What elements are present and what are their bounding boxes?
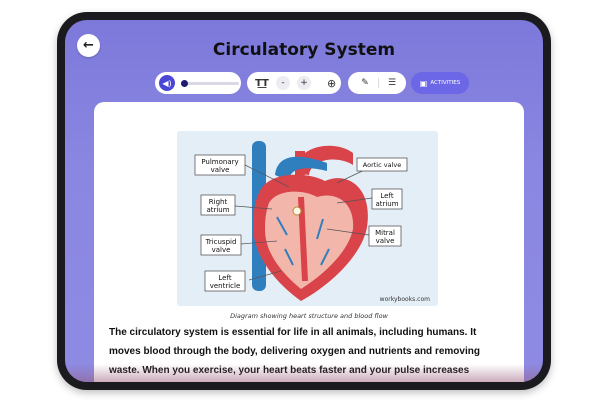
arrow-left-icon: ← [83, 38, 94, 53]
volume-icon[interactable]: ◀) [159, 75, 175, 91]
flow-arrow-3 [316, 218, 324, 240]
monitor-icon: ▣ [419, 78, 428, 88]
label-aortic-valve: Aortic valve [356, 157, 408, 172]
decrease-text-button[interactable]: - [276, 76, 290, 90]
flow-arrow-4 [320, 248, 330, 266]
label-tricuspid-line1: Tricuspid [205, 238, 237, 246]
label-tricuspid-line2: valve [212, 246, 231, 254]
leader-left-ventricle [248, 270, 282, 281]
label-right-atrium: Right atrium [200, 194, 236, 216]
activities-button[interactable]: ▣ ACTIVITIES [411, 72, 469, 94]
audio-progress-knob[interactable] [180, 79, 188, 87]
back-button[interactable]: ← [77, 34, 100, 57]
label-left-atrium-line2: atrium [375, 200, 398, 208]
increase-text-button[interactable]: + [297, 76, 311, 90]
flow-arrow-2 [284, 248, 294, 266]
diagram-credit: workybooks.com [380, 296, 430, 303]
label-right-atrium-line1: Right [209, 198, 228, 206]
tablet-frame: ← Circulatory System ◀) T͟T - + ⊕ ✎ ☰ ▣ … [57, 12, 551, 390]
label-left-atrium: Left atrium [371, 188, 403, 210]
activities-label: ACTIVITIES [430, 80, 461, 86]
label-aortic-line1: Aortic valve [363, 161, 401, 169]
label-mitral-line2: valve [376, 237, 395, 245]
pulmonary-artery [275, 156, 327, 181]
pen-icon[interactable]: ✎ [361, 78, 369, 88]
label-left-ventricle-line2: ventricle [210, 282, 241, 290]
diagram-caption: Diagram showing heart structure and bloo… [230, 312, 388, 320]
septum [298, 196, 308, 282]
audio-progress-slider[interactable] [180, 79, 239, 87]
label-tricuspid-valve: Tricuspid valve [200, 234, 242, 256]
globe-icon[interactable]: ⊕ [327, 76, 337, 90]
leader-right-atrium [234, 205, 273, 210]
valve-mark [292, 206, 302, 216]
text-size-icon: T͟T [255, 77, 269, 89]
leader-left-atrium [336, 197, 373, 204]
label-right-atrium-line2: atrium [206, 206, 229, 214]
leader-mitral [326, 228, 370, 236]
label-pulmonary-valve: Pulmonary valve [194, 154, 246, 176]
leader-tricuspid [240, 240, 278, 245]
tools-divider [378, 78, 379, 88]
leader-pulmonary [244, 164, 290, 188]
label-left-ventricle: Left ventricle [204, 270, 246, 292]
page-title: Circulatory System [212, 40, 396, 60]
label-pulmonary-line1: Pulmonary [201, 158, 238, 166]
text-controls: T͟T - + ⊕ [247, 72, 341, 94]
label-left-ventricle-line1: Left [218, 274, 231, 282]
content-card: Pulmonary valve Aortic valve Right atriu… [94, 102, 524, 382]
audio-player: ◀) [155, 72, 241, 94]
background-fade [65, 364, 543, 382]
label-mitral-valve: Mitral valve [368, 225, 402, 247]
label-mitral-line1: Mitral [375, 229, 395, 237]
heart-diagram: Pulmonary valve Aortic valve Right atriu… [177, 131, 438, 306]
flow-arrow-1 [276, 216, 288, 236]
label-pulmonary-line2: valve [211, 166, 230, 174]
app-screen: ← Circulatory System ◀) T͟T - + ⊕ ✎ ☰ ▣ … [65, 20, 543, 382]
list-icon[interactable]: ☰ [387, 78, 397, 88]
tools-controls: ✎ ☰ [348, 72, 406, 94]
heart-inner [265, 191, 354, 289]
label-left-atrium-line1: Left [380, 192, 393, 200]
